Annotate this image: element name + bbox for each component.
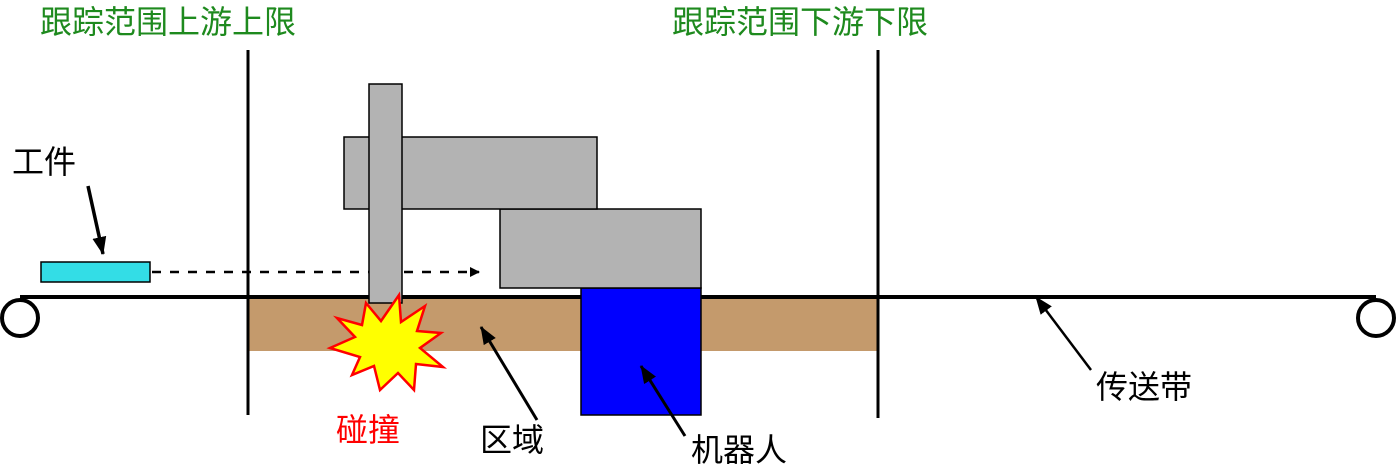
robot-base (580, 287, 702, 416)
robot-tool-shaft (368, 83, 403, 304)
collision-burst (326, 291, 448, 393)
downstream-limit-label: 跟踪范围下游下限 (672, 3, 928, 41)
upstream-limit-label: 跟踪范围上游上限 (40, 3, 296, 41)
zone-pointer-arrow (479, 326, 539, 421)
robot-lower-arm (499, 208, 702, 289)
workpiece-label: 工件 (12, 143, 76, 181)
conveyor-pointer-arrow (1035, 296, 1092, 371)
workpiece-pointer-arrow (86, 185, 107, 255)
conveyor-label: 传送带 (1096, 368, 1192, 406)
robot-arm (343, 83, 702, 304)
workpiece (40, 261, 151, 283)
robot-label: 机器人 (691, 431, 787, 468)
zone-label: 区域 (480, 421, 544, 459)
robot-pointer-arrow (639, 365, 687, 437)
left-roller (0, 298, 40, 338)
collision-label: 碰撞 (336, 411, 400, 449)
right-roller (1356, 298, 1396, 338)
